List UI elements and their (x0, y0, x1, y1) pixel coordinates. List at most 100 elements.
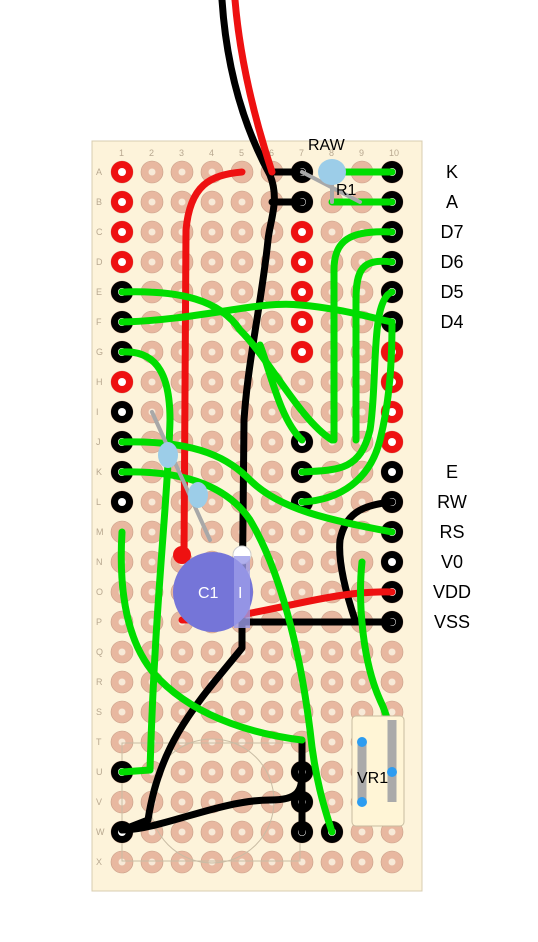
pad-hole (178, 198, 186, 206)
pad-hole (238, 198, 246, 206)
pad-hole (118, 198, 126, 206)
row-label: K (96, 467, 102, 477)
pad-hole (268, 828, 276, 836)
pad-hole (268, 678, 276, 686)
pad-hole (148, 258, 156, 266)
green-wire-k-row (118, 468, 336, 836)
pad-hole (178, 738, 186, 746)
pad-hole (268, 738, 276, 746)
pad-hole (148, 528, 156, 536)
pad-hole (328, 228, 336, 236)
pad-hole (178, 708, 186, 716)
pad-hole (238, 858, 246, 866)
pad-hole (118, 618, 126, 626)
column-label: 7 (299, 148, 304, 158)
green-wire-u (118, 766, 154, 776)
pad-hole (388, 648, 396, 656)
pad-hole (268, 528, 276, 536)
pad-hole (358, 288, 366, 296)
pad-hole (208, 738, 216, 746)
green-wire-e-pin (298, 318, 396, 506)
pad-hole (238, 738, 246, 746)
pad-hole (298, 228, 306, 236)
green-wire-d6 (352, 257, 396, 444)
pad-hole (208, 348, 216, 356)
pad-hole (268, 468, 276, 476)
lcd-pin-label: V0 (441, 552, 463, 572)
pad-hole (118, 258, 126, 266)
lcd-pin-label: RW (437, 492, 467, 512)
pad-hole (208, 288, 216, 296)
pad-hole (268, 588, 276, 596)
pad-hole (118, 858, 126, 866)
pad-hole (388, 558, 396, 566)
lcd-pin-label: D4 (440, 312, 463, 332)
pad-hole (238, 228, 246, 236)
pad-hole (388, 468, 396, 476)
pad-hole (148, 558, 156, 566)
pad-hole (328, 558, 336, 566)
row-label: R (96, 677, 103, 687)
pad-hole (268, 318, 276, 326)
pad-hole (118, 678, 126, 686)
pad-hole (388, 828, 396, 836)
column-label: 1 (119, 148, 124, 158)
pad-hole (388, 858, 396, 866)
pad-hole (358, 318, 366, 326)
column-label: 4 (209, 148, 214, 158)
lcd-pin-label: VDD (433, 582, 471, 602)
pad-hole (118, 648, 126, 656)
red-wire-power-lead (231, 0, 276, 176)
lcd-pin-label: A (446, 192, 458, 212)
green-wire-i-row (256, 341, 306, 444)
row-label: J (96, 437, 101, 447)
pad-hole (238, 318, 246, 326)
pad-hole (118, 228, 126, 236)
vr1-label: VR1 (357, 770, 388, 787)
pad-hole (208, 228, 216, 236)
pad-hole (328, 678, 336, 686)
column-label: 5 (239, 148, 244, 158)
pad-hole (148, 378, 156, 386)
pad-hole (358, 348, 366, 356)
row-label: F (96, 317, 102, 327)
row-label: P (96, 617, 102, 627)
pad-hole (388, 438, 396, 446)
raw-label: RAW (308, 137, 346, 154)
pad-hole (118, 498, 126, 506)
pad-hole (298, 528, 306, 536)
row-label: T (96, 737, 102, 747)
row-label: N (96, 557, 103, 567)
green-wire-l-row (117, 528, 306, 744)
pad-hole (358, 678, 366, 686)
lcd-pin-label: D6 (440, 252, 463, 272)
pad-hole (238, 378, 246, 386)
pad-hole (208, 258, 216, 266)
column-label: 8 (329, 148, 334, 158)
pad-hole (208, 858, 216, 866)
pad-hole (298, 708, 306, 716)
small-component (150, 410, 212, 542)
row-label: U (96, 767, 103, 777)
pad-hole (208, 498, 216, 506)
lcd-pin-label: K (446, 162, 458, 182)
pad-hole (268, 438, 276, 446)
pad-hole (268, 348, 276, 356)
pad-hole (388, 708, 396, 716)
pad-hole (178, 648, 186, 656)
pad-hole (118, 408, 126, 416)
red-wire-vcc (180, 168, 246, 559)
pad-hole (148, 858, 156, 866)
lcd-pin-label: VSS (434, 612, 470, 632)
green-wire-d7 (330, 228, 396, 444)
pad-hole (208, 828, 216, 836)
column-label: 2 (149, 148, 154, 158)
row-label: W (96, 827, 105, 837)
pad-hole (238, 708, 246, 716)
row-label: X (96, 857, 102, 867)
lcd-pin-label: E (446, 462, 458, 482)
pad-hole (148, 168, 156, 176)
pad-hole (178, 768, 186, 776)
lcd-pin-label: RS (439, 522, 464, 542)
